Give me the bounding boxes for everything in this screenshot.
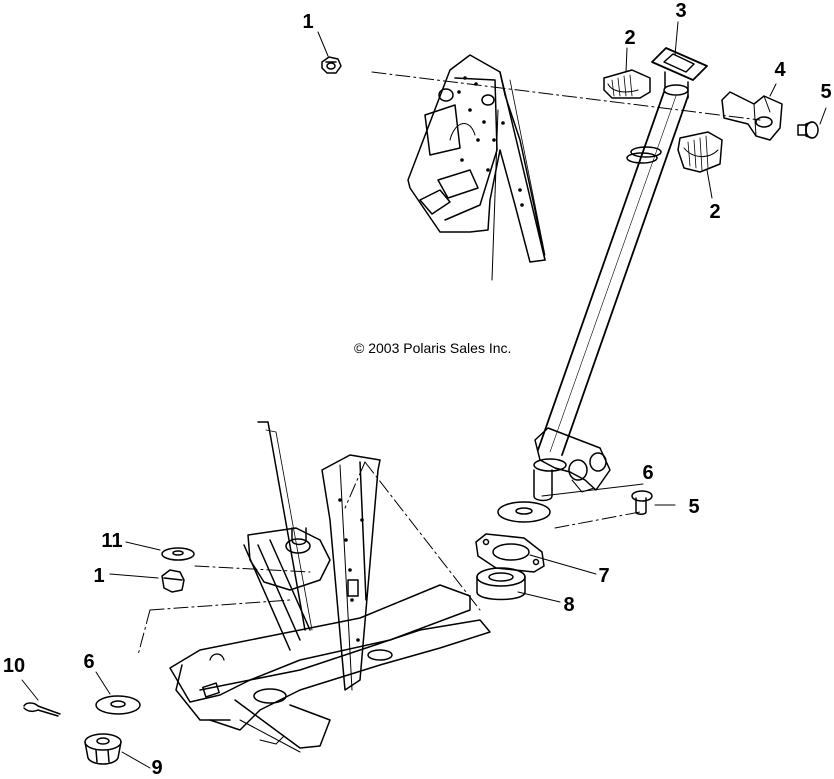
bushing-lower [677, 131, 723, 173]
washer-small [161, 547, 195, 561]
callout-6-top: 6 [642, 462, 654, 484]
callout-8: 8 [563, 594, 575, 616]
callout-1-top: 1 [302, 11, 314, 33]
steering-column [533, 47, 708, 502]
centerlines [137, 71, 761, 656]
cotter-pin [23, 702, 61, 717]
castle-nut [84, 733, 122, 765]
callout-1-bottom: 1 [93, 565, 105, 587]
callout-2-top: 2 [624, 27, 636, 49]
clamp [721, 91, 783, 141]
washer-upper [497, 501, 551, 523]
callout-4: 4 [774, 59, 786, 81]
callout-6-bottom: 6 [83, 651, 95, 673]
washer-lower [95, 695, 141, 715]
callout-2-bottom: 2 [709, 201, 721, 223]
bolt-lower [631, 490, 653, 515]
callout-11: 11 [101, 530, 123, 552]
callout-5-top: 5 [820, 81, 832, 103]
copyright-notice: © 2003 Polaris Sales Inc. [354, 340, 512, 356]
bolt-upper [797, 121, 819, 139]
upper-frame-bracket [407, 54, 546, 281]
flange-plate [475, 533, 545, 573]
callout-5-bottom: 5 [688, 496, 700, 518]
callout-9: 9 [151, 757, 163, 779]
leader-lines [21, 21, 827, 769]
callout-7: 7 [598, 565, 610, 587]
bushing-upper [603, 69, 651, 99]
nut-lower [161, 569, 185, 593]
callout-3: 3 [675, 0, 687, 22]
lower-frame [169, 421, 491, 753]
bearing [476, 567, 526, 601]
callout-10: 10 [2, 655, 26, 677]
nut-top [321, 56, 342, 74]
